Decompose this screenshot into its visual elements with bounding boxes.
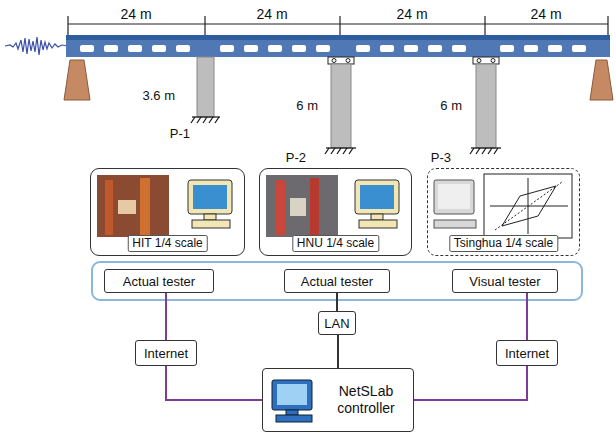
- bridge-deck: [66, 35, 610, 40]
- seismic-wave: [5, 37, 68, 55]
- node-label: LAN: [324, 316, 349, 331]
- ground-hatch: [470, 148, 501, 154]
- bridge-deck: [66, 40, 610, 57]
- node-label: Tsinghua 1/4 scale: [449, 235, 558, 252]
- computer-icon: [434, 180, 476, 228]
- dimension-label: 24 m: [256, 6, 287, 22]
- hysteresis-plot: [484, 174, 572, 238]
- computer-icon: [355, 180, 399, 228]
- lab-photo: [97, 175, 169, 237]
- node-label: Actual tester: [301, 274, 373, 289]
- node-label: HIT 1/4 scale: [127, 235, 207, 252]
- ground-hatch: [325, 148, 356, 154]
- virtual-panel: Tsinghua 1/4 scale: [427, 168, 580, 256]
- dimension-label: 24 m: [530, 6, 561, 22]
- ground-hatch: [191, 117, 220, 123]
- lab-photo: [266, 175, 338, 237]
- tester-box: Actual tester: [284, 269, 390, 293]
- tester-box: Actual tester: [104, 269, 214, 293]
- node-label: Actual tester: [123, 274, 195, 289]
- lab-panel: HNU 1/4 scale: [259, 168, 412, 256]
- abutment: [590, 60, 613, 100]
- computer-icon: [272, 380, 312, 422]
- part-label: P-3: [431, 150, 451, 165]
- part-label: 6 m: [440, 98, 462, 113]
- controller-box: NetSLab controller: [262, 368, 414, 432]
- node-label: HNU 1/4 scale: [292, 235, 379, 252]
- part-label: P-1: [170, 126, 190, 141]
- node-label: Internet: [505, 346, 549, 361]
- network-link: [165, 293, 167, 340]
- network-link: [336, 293, 338, 311]
- deck-cells: [80, 45, 586, 52]
- node-label: Internet: [144, 346, 188, 361]
- tester-box: Visual tester: [452, 269, 558, 293]
- network-link: [414, 366, 527, 400]
- network-link: [526, 293, 528, 340]
- bearing: [328, 57, 354, 64]
- network-box: Internet: [496, 340, 558, 366]
- network-box: LAN: [318, 311, 356, 335]
- node-label: NetSLab controller: [326, 383, 406, 417]
- pier-column: [331, 64, 351, 148]
- network-box: Internet: [135, 340, 197, 366]
- part-label: 6 m: [296, 98, 318, 113]
- lab-panel: HIT 1/4 scale: [90, 168, 245, 256]
- node-label: Visual tester: [469, 274, 540, 289]
- abutment: [64, 60, 90, 100]
- pier-column: [476, 64, 496, 148]
- bearing: [473, 57, 499, 64]
- pier-column: [197, 57, 214, 117]
- part-label: 3.6 m: [142, 88, 175, 103]
- dimension-label: 24 m: [120, 6, 151, 22]
- dimension-label: 24 m: [396, 6, 427, 22]
- network-link: [166, 366, 262, 400]
- network-link: [337, 335, 339, 368]
- computer-icon: [188, 180, 232, 228]
- part-label: P-2: [286, 150, 306, 165]
